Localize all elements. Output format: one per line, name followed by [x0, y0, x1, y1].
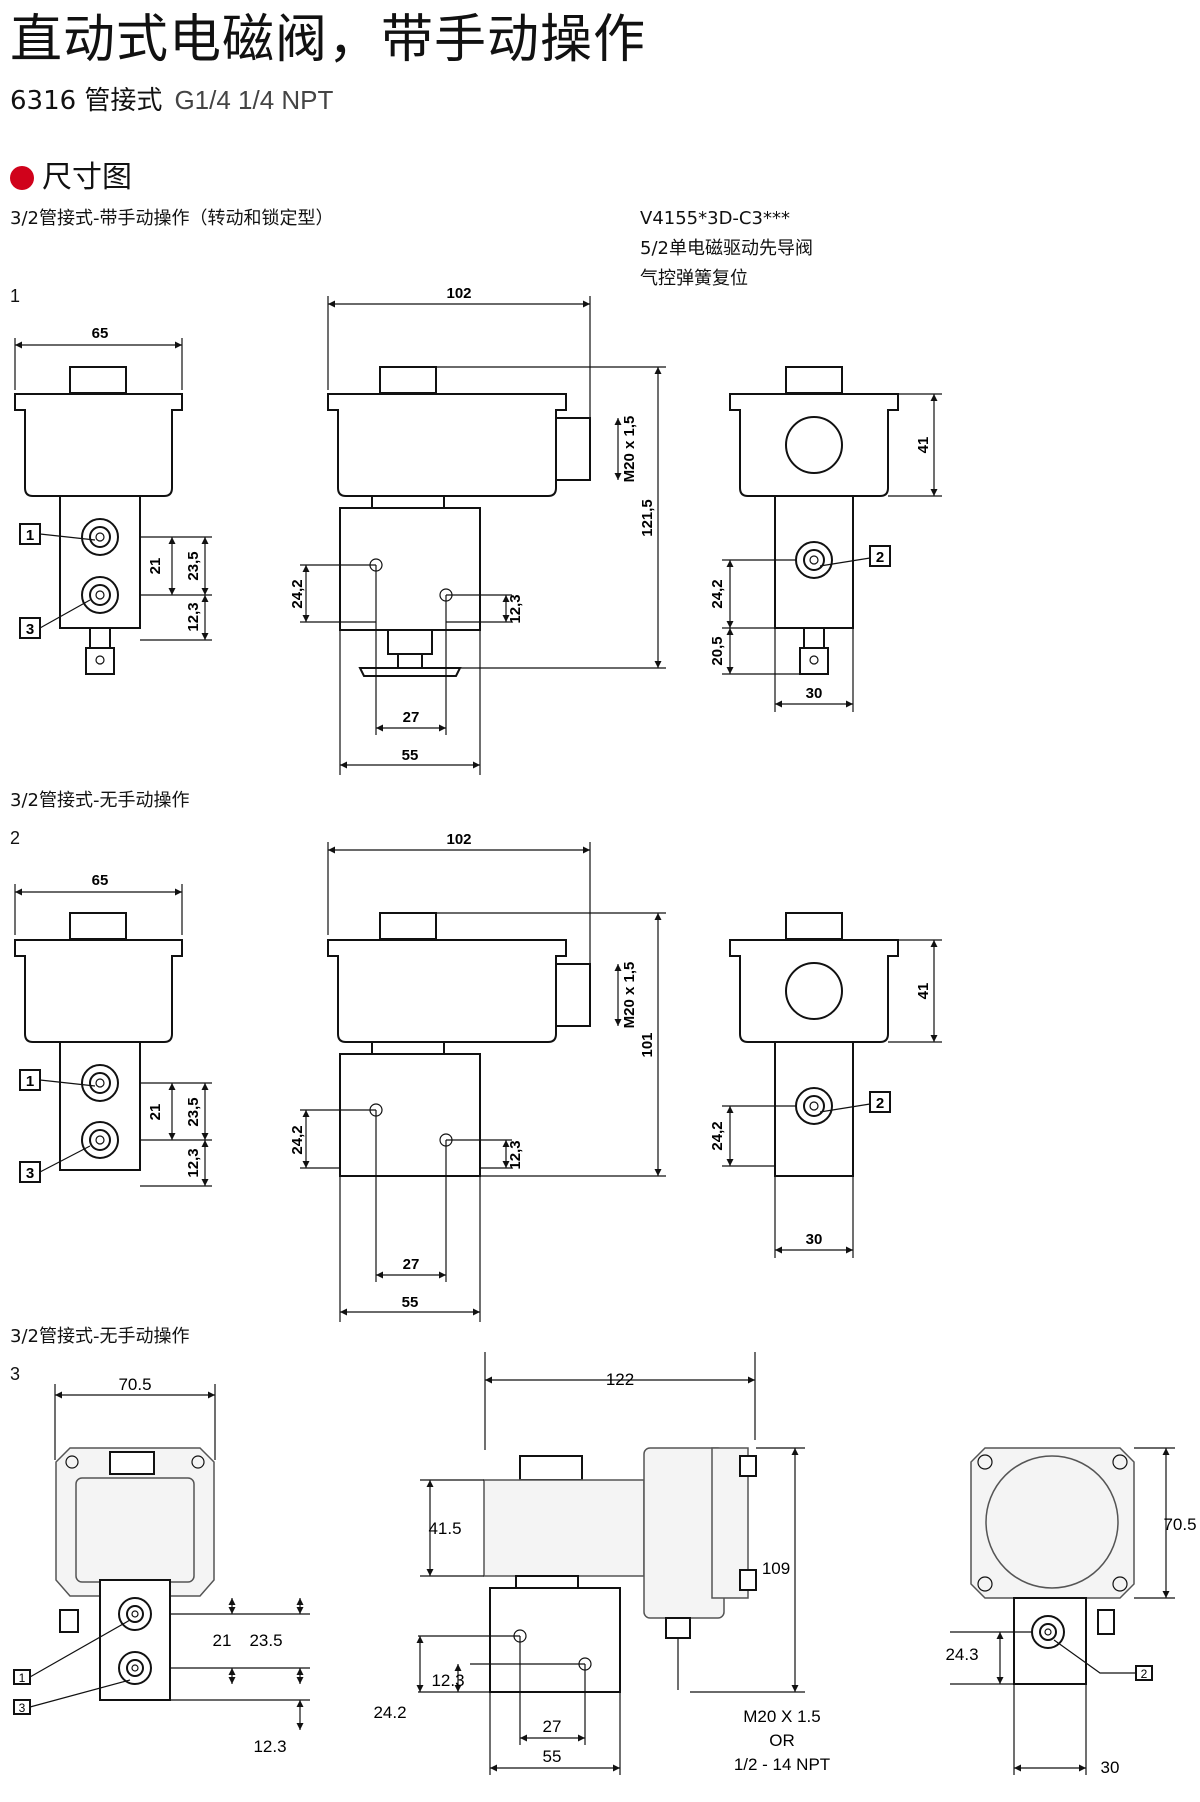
- row2-caption: 3/2管接式-无手动操作: [10, 790, 190, 811]
- page-title: 直动式电磁阀，带手动操作: [10, 10, 647, 70]
- port-label: 3: [26, 621, 34, 638]
- dim-label: 30: [806, 685, 823, 702]
- note-line3: 气控弹簧复位: [640, 268, 748, 289]
- dim-label: 109: [762, 1559, 790, 1578]
- dim-label: 122: [606, 1370, 634, 1389]
- dim-label: 24.2: [373, 1703, 406, 1722]
- thread-label: 1/2 - 14 NPT: [734, 1755, 830, 1774]
- dim-label: 24,2: [289, 579, 306, 608]
- dim-label: 23,5: [185, 551, 202, 580]
- row2-side-view: 102 101 M20 x 1,5 24,2 12,3 27 55: [289, 831, 666, 1322]
- dim-label: 23.5: [249, 1631, 282, 1650]
- row2-number: 2: [10, 828, 21, 848]
- section-label: 尺寸图: [42, 160, 132, 195]
- dim-label: 27: [403, 1256, 420, 1273]
- dim-label: 21: [213, 1631, 232, 1650]
- dim-label: 12.3: [431, 1671, 464, 1690]
- section-heading: 尺寸图: [10, 160, 132, 196]
- row3-rear-view: 2 70.5 24.3 30: [945, 1447, 1197, 1777]
- row1-side-view: 102 121,5 M20 x 1,5 24,2 12,3 27 55: [289, 285, 666, 775]
- page-subtitle: 6316 管接式 G1/4 1/4 NPT: [10, 84, 333, 117]
- dim-label: M20 x 1,5: [621, 416, 638, 483]
- dim-label: 12,3: [185, 602, 202, 631]
- row1-caption: 3/2管接式-带手动操作（转动和锁定型）: [10, 208, 334, 229]
- port-label: 1: [26, 527, 34, 544]
- dim-label: 41: [915, 983, 932, 1000]
- dim-label: 101: [639, 1032, 656, 1057]
- port-label: 2: [876, 1095, 884, 1112]
- dim-label: 65: [92, 872, 109, 889]
- dim-label: 12,3: [507, 594, 524, 623]
- dim-label: 12,3: [185, 1148, 202, 1177]
- dim-label: 21: [147, 558, 164, 575]
- dim-label: 55: [402, 1294, 419, 1311]
- dim-label: 24,2: [289, 1125, 306, 1154]
- thread-label: OR: [769, 1731, 795, 1750]
- dim-label: 70.5: [1163, 1515, 1196, 1534]
- dim-label: 27: [543, 1717, 562, 1736]
- row1-number: 1: [10, 286, 21, 306]
- port-label: 2: [876, 549, 884, 566]
- dim-label: 30: [806, 1231, 823, 1248]
- note-line2: 5/2单电磁驱动先导阀: [640, 238, 813, 259]
- dim-label: 55: [402, 747, 419, 764]
- dim-label: 24,2: [709, 1121, 726, 1150]
- row1-front-view: 65 1 3 21 23,5 12,3: [14, 325, 212, 675]
- row3-number: 3: [10, 1364, 21, 1384]
- port-label: 1: [26, 1073, 34, 1090]
- dim-label: 12,3: [507, 1140, 524, 1169]
- row3-side-view: 122 41.5 109 12.3 24.2 27 55 M20 X 1.5 O…: [373, 1352, 830, 1775]
- row2-front-view: 65 1 3 21 23,5 12,3: [14, 872, 212, 1187]
- dim-label: 24.3: [945, 1645, 978, 1664]
- dim-label: 70.5: [118, 1375, 151, 1394]
- dim-label: 21: [147, 1104, 164, 1121]
- port-label: 1: [19, 1671, 26, 1685]
- dim-label: 65: [92, 325, 109, 342]
- dim-label: 12.3: [253, 1737, 286, 1756]
- dim-label: 121,5: [639, 499, 656, 537]
- dim-label: 55: [543, 1747, 562, 1766]
- dim-label: 27: [403, 709, 420, 726]
- port-label: 3: [19, 1701, 26, 1715]
- dim-label: 23,5: [185, 1097, 202, 1126]
- row3-front-view: 70.5 1 3 21 23.5 12.3: [13, 1375, 310, 1756]
- dim-label: 30: [1101, 1758, 1120, 1777]
- note-code: V4155*3D-C3***: [640, 208, 790, 229]
- row3-caption: 3/2管接式-无手动操作: [10, 1326, 190, 1347]
- dim-label: 41: [915, 437, 932, 454]
- row1-rear-view: 2 41 24,2 20,5 30: [709, 366, 942, 712]
- port-label: 2: [1141, 1667, 1148, 1681]
- dim-label: 102: [446, 285, 471, 302]
- thread-label: M20 X 1.5: [743, 1707, 821, 1726]
- bullet-icon: [10, 166, 34, 190]
- dim-label: 20,5: [709, 636, 726, 665]
- dim-label: M20 x 1,5: [621, 962, 638, 1029]
- row2-rear-view: 2 41 24,2 30: [709, 912, 942, 1258]
- port-label: 3: [26, 1165, 34, 1182]
- dim-label: 41.5: [428, 1519, 461, 1538]
- port-size-label: G1/4 1/4 NPT: [174, 85, 334, 115]
- model-label: 6316 管接式: [10, 86, 163, 116]
- dim-label: 102: [446, 831, 471, 848]
- dim-label: 24,2: [709, 579, 726, 608]
